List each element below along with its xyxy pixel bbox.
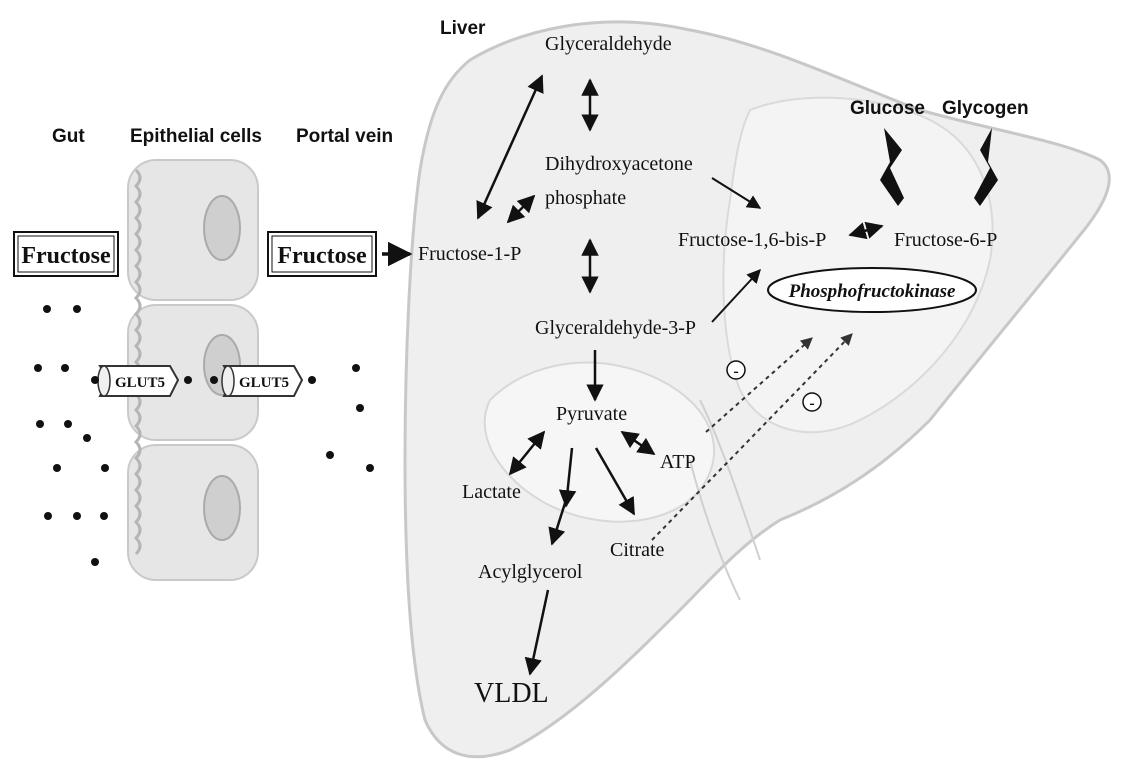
glyceraldehyde-label: Glyceraldehyde: [545, 33, 672, 55]
cell-nucleus: [204, 196, 240, 260]
dhap-label-line1: Dihydroxyacetone: [545, 153, 693, 175]
fructose-1p-label: Fructose-1-P: [418, 243, 521, 265]
fructose-dot: [36, 420, 44, 428]
fructose-dot: [100, 512, 108, 520]
fructose-dot: [308, 376, 316, 384]
acylglycerol-label: Acylglycerol: [478, 561, 583, 583]
fructose-dot: [184, 376, 192, 384]
inhibition-sign-2: -: [803, 393, 821, 412]
glut5-label: GLUT5: [239, 375, 289, 391]
vldl-label: VLDL: [474, 678, 549, 709]
fructose-dot: [34, 364, 42, 372]
fructose-portal-label: Fructose: [277, 243, 367, 269]
fructose-dot: [91, 376, 99, 384]
cell-nucleus: [204, 476, 240, 540]
pyruvate-label: Pyruvate: [556, 403, 627, 425]
inhibition-minus: -: [809, 395, 814, 412]
glut5-transporter-1: GLUT5: [98, 366, 178, 396]
fructose-dot: [73, 305, 81, 313]
phosphofructokinase-label: Phosphofructokinase: [788, 281, 956, 302]
lactate-label: Lactate: [462, 481, 521, 503]
fructose-dot: [83, 434, 91, 442]
fructose-dot: [64, 420, 72, 428]
fructose-dot: [210, 376, 218, 384]
gut-header: Gut: [52, 126, 85, 147]
fructose-gut-box: Fructose: [14, 232, 118, 276]
fructose-dot: [44, 512, 52, 520]
fructose-6p-label: Fructose-6-P: [894, 229, 997, 251]
fructose-portal-box: Fructose: [268, 232, 376, 276]
fructose-dot: [43, 305, 51, 313]
citrate-label: Citrate: [610, 539, 665, 561]
fructose-dot: [326, 451, 334, 459]
fructose-dot: [91, 558, 99, 566]
glycogen-header: Glycogen: [942, 98, 1029, 119]
epithelial-cells-header: Epithelial cells: [130, 126, 262, 147]
glut5-transporter-2: GLUT5: [222, 366, 302, 396]
fructose-gut-label: Fructose: [21, 243, 111, 269]
fructose-dot: [73, 512, 81, 520]
fructose-dot: [356, 404, 364, 412]
glucose-header: Glucose: [850, 98, 925, 119]
portal-vein-header: Portal vein: [296, 126, 393, 147]
atp-label: ATP: [660, 451, 696, 473]
fructose-dot: [101, 464, 109, 472]
fructose-16bp-label: Fructose-1,6-bis-P: [678, 229, 826, 251]
liver-header: Liver: [440, 18, 486, 39]
dhap-label-line2: phosphate: [545, 187, 626, 209]
inhibition-sign-1: -: [727, 361, 745, 380]
glut5-label: GLUT5: [115, 375, 165, 391]
fructose-dot: [352, 364, 360, 372]
fructose-dot: [366, 464, 374, 472]
fructose-dot: [61, 364, 69, 372]
fructose-dot: [53, 464, 61, 472]
inhibition-minus: -: [733, 363, 738, 380]
phosphofructokinase-enzyme: Phosphofructokinase: [768, 268, 976, 312]
liver-shape: [405, 22, 1109, 757]
glyceraldehyde-3p-label: Glyceraldehyde-3-P: [535, 317, 696, 339]
